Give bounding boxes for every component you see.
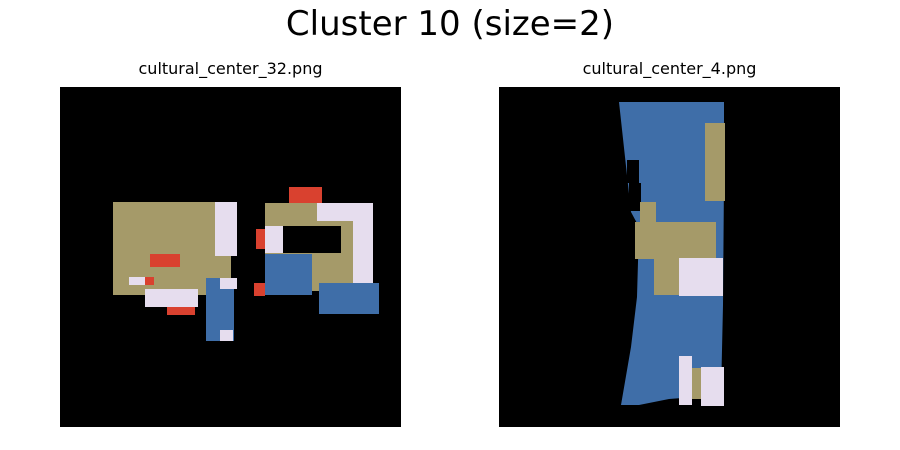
room-red-4 <box>289 187 322 203</box>
room-lavender-4 <box>220 278 237 289</box>
room-tan-4 <box>654 257 681 295</box>
figure-title: Cluster 10 (size=2) <box>285 4 615 44</box>
floorplan-panel-2 <box>499 87 840 427</box>
room-blue-2 <box>265 254 312 295</box>
room-red-6 <box>254 283 265 296</box>
room-lavender-1 <box>215 202 237 256</box>
room-lavender-2 <box>129 277 145 285</box>
floorplan-panel-1 <box>60 87 401 427</box>
room-lavender-5 <box>220 330 233 341</box>
room-lavender-3 <box>701 367 724 406</box>
room-lavender-8 <box>265 226 283 253</box>
room-lavender-2 <box>679 356 692 405</box>
panel-1-filename: cultural_center_32.png <box>138 59 323 78</box>
courtyard <box>283 226 341 253</box>
floorplan-2-svg <box>619 102 725 406</box>
notch-1 <box>627 160 639 183</box>
room-lavender-3 <box>145 289 198 307</box>
room-blue-3 <box>319 283 379 314</box>
floorplan-1-svg <box>113 187 379 341</box>
room-red-1 <box>150 254 180 267</box>
room-red-5 <box>256 229 265 249</box>
room-lavender-1 <box>679 258 723 296</box>
panel-2-filename: cultural_center_4.png <box>582 59 757 78</box>
room-tan-3 <box>635 222 716 259</box>
room-red-2 <box>145 277 154 285</box>
room-red-3 <box>167 307 195 315</box>
notch-2 <box>629 183 641 211</box>
room-lavender-7 <box>353 203 373 285</box>
room-tan-5 <box>692 368 701 399</box>
room-tan-1 <box>705 123 725 201</box>
